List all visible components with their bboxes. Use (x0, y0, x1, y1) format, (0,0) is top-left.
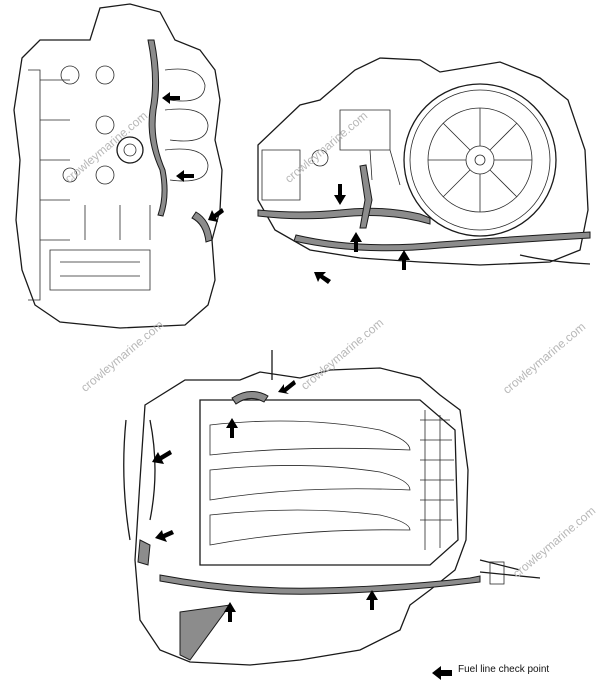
check-arrow (152, 450, 172, 464)
legend: Fuel line check point (430, 664, 549, 675)
check-arrow (398, 250, 410, 270)
engine-top-view (257, 57, 591, 284)
check-arrow (155, 530, 174, 542)
check-arrow (208, 208, 224, 222)
arrow-left-icon (432, 666, 452, 680)
check-arrow (176, 170, 194, 182)
check-arrow (162, 92, 180, 104)
check-arrow (278, 380, 296, 394)
legend-label: Fuel line check point (458, 664, 550, 675)
check-arrow (314, 272, 331, 284)
check-arrow (334, 184, 346, 205)
engine-side-view (123, 350, 541, 666)
engine-front-view (13, 3, 224, 329)
check-arrow (224, 602, 236, 622)
check-arrow (226, 418, 238, 438)
check-arrow (366, 590, 378, 610)
check-arrow (350, 232, 362, 252)
